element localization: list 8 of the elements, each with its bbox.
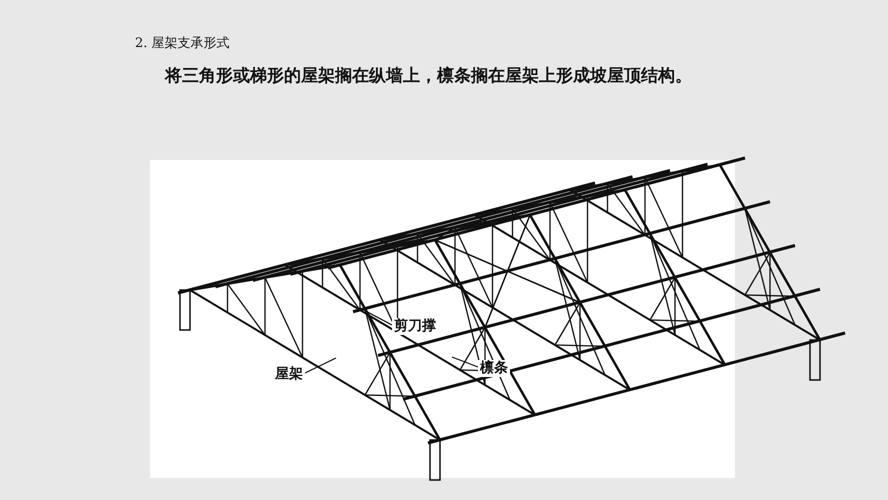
section-heading: 2. 屋架支承形式 bbox=[135, 35, 230, 52]
part-label: 剪刀撑 bbox=[392, 318, 438, 335]
leader-line bbox=[304, 357, 336, 374]
part-label: 檩条 bbox=[478, 360, 510, 377]
part-label: 屋架 bbox=[273, 366, 305, 383]
leader-line bbox=[360, 307, 392, 326]
leader-line bbox=[452, 356, 478, 368]
description-paragraph: 将三角形或梯形的屋架搁在纵墙上，檩条搁在屋架上形成坡屋顶结构。 bbox=[164, 65, 693, 88]
